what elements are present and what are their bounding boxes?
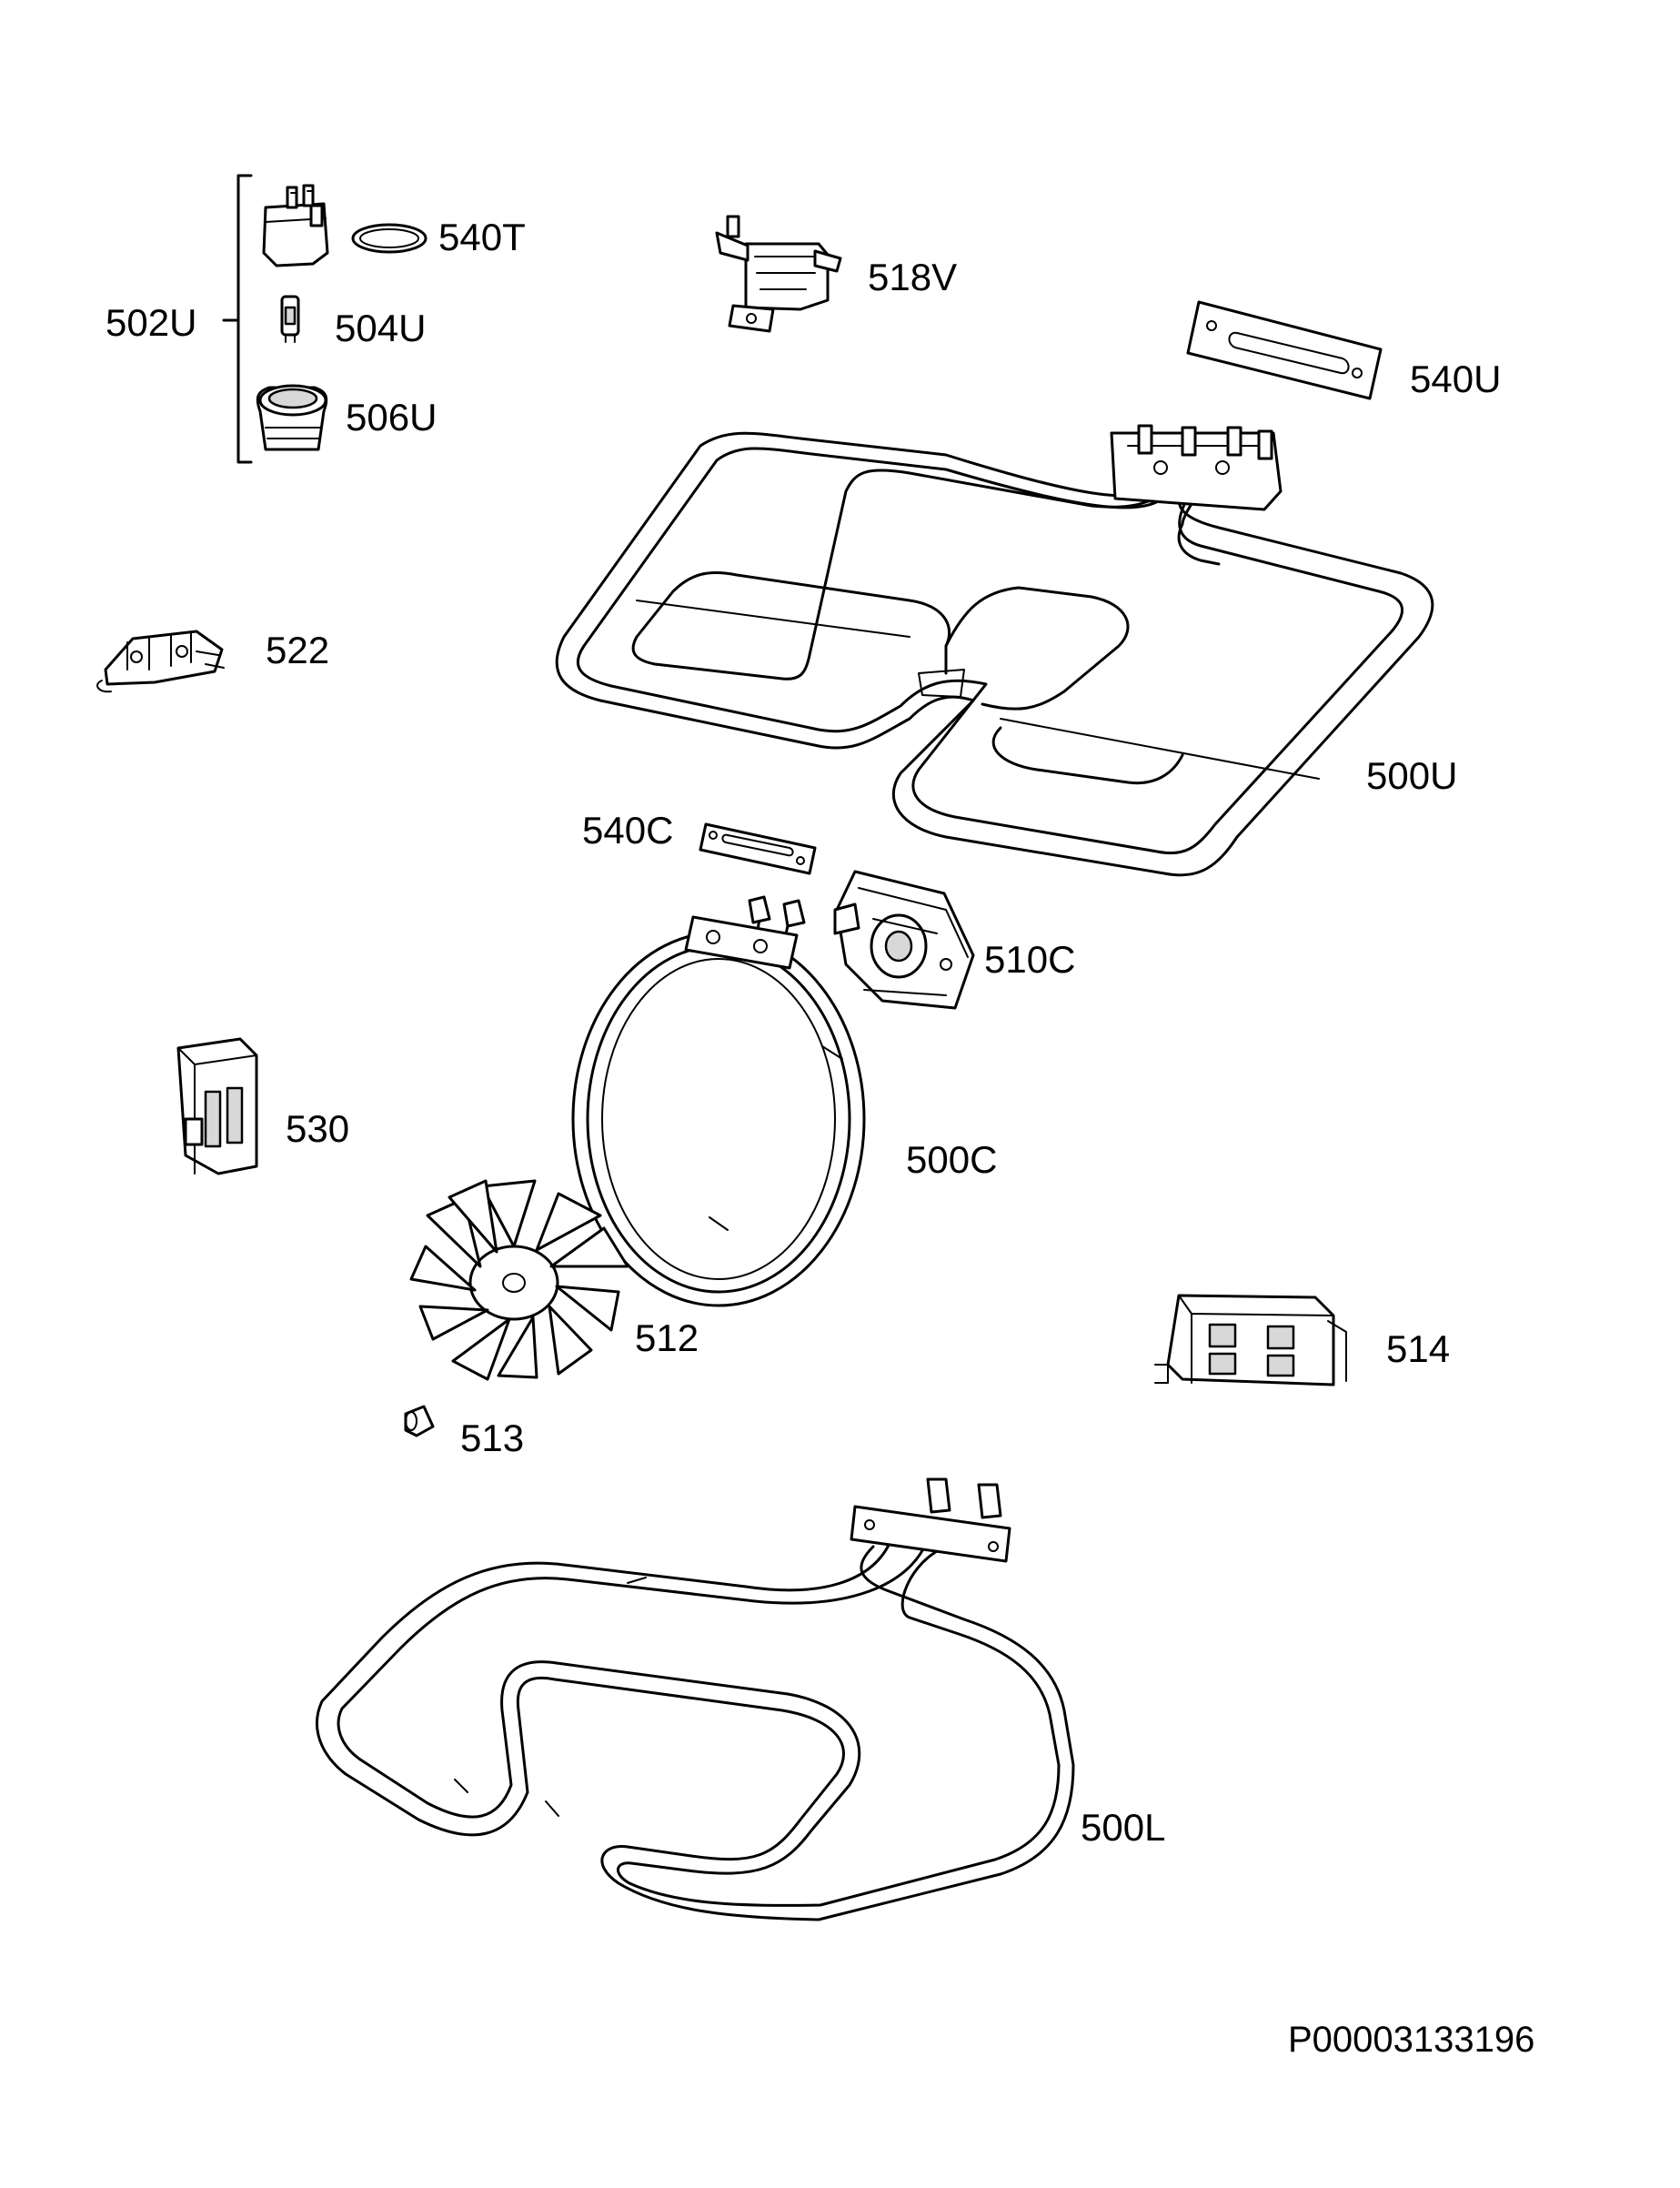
label-540u: 540U <box>1410 358 1502 400</box>
part-512-fan-blade <box>409 1179 629 1381</box>
label-500c: 500C <box>906 1138 998 1181</box>
label-518v: 518V <box>868 256 958 298</box>
label-522: 522 <box>266 629 330 671</box>
label-514: 514 <box>1386 1327 1451 1370</box>
bracket-502u <box>222 174 253 464</box>
label-500u: 500U <box>1366 754 1458 797</box>
label-506u: 506U <box>346 396 438 439</box>
part-506u-lamp-cover <box>256 384 328 451</box>
label-502u: 502U <box>106 301 197 344</box>
part-502u-lamp-holder <box>262 184 329 267</box>
part-513-nut <box>404 1405 435 1437</box>
document-code: P00003133196 <box>1288 2020 1535 2060</box>
part-514-terminal-block <box>1154 1294 1347 1386</box>
label-510c: 510C <box>984 938 1076 981</box>
part-522-connector <box>96 630 225 693</box>
label-540t: 540T <box>438 216 526 258</box>
part-500l-bottom-element <box>316 1477 1075 1921</box>
part-540c-gasket <box>699 822 817 875</box>
part-540t-gasket <box>351 223 428 254</box>
part-530-switch <box>176 1037 258 1175</box>
label-504u: 504U <box>335 307 427 349</box>
part-504u-bulb <box>280 295 300 343</box>
label-513: 513 <box>460 1417 525 1459</box>
label-512: 512 <box>635 1316 699 1359</box>
part-500u-grill-element <box>555 424 1434 877</box>
label-540c: 540C <box>582 809 674 852</box>
part-500c-ring-element <box>571 895 866 1307</box>
part-540u-gasket <box>1186 300 1383 400</box>
part-518v-thermostat <box>715 215 842 333</box>
label-500l: 500L <box>1081 1806 1166 1849</box>
label-530: 530 <box>286 1107 350 1150</box>
part-510c-fan-motor <box>833 870 975 1010</box>
